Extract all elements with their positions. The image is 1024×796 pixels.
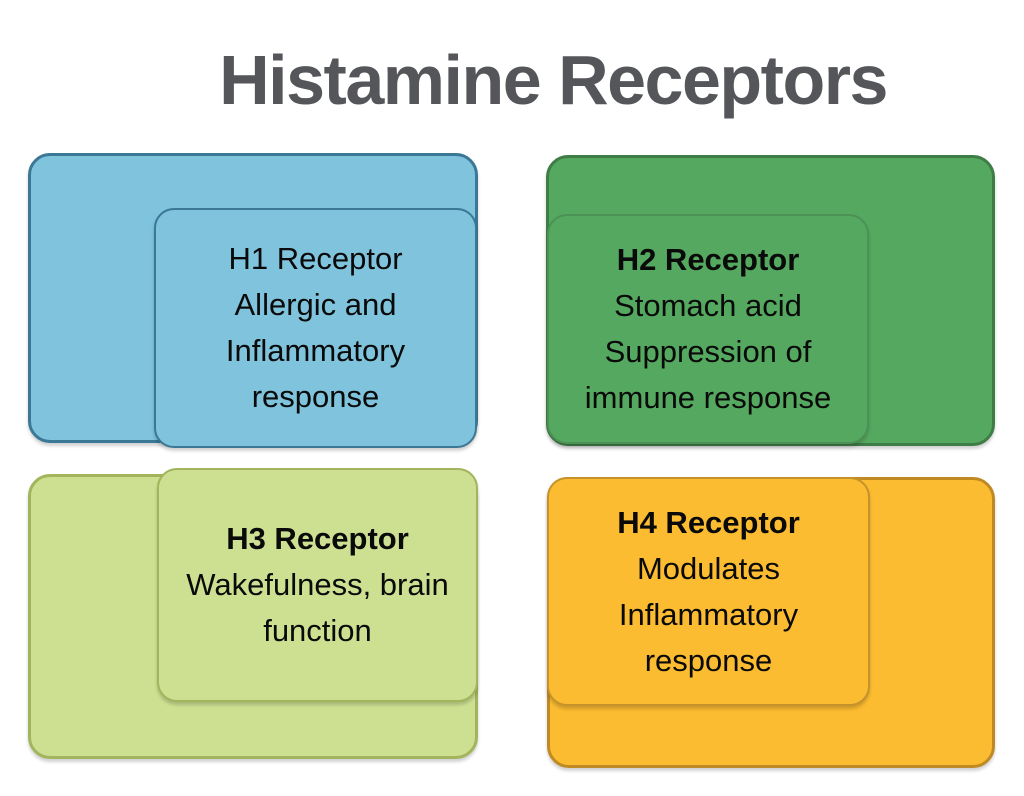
h3-receptor-text: H3 Receptor Wakefulness, brain function xyxy=(159,516,476,654)
h3-receptor-card: H3 Receptor Wakefulness, brain function xyxy=(157,468,478,702)
page-title: Histamine Receptors xyxy=(219,41,888,119)
receptor-description-line: Inflammatory xyxy=(225,333,406,368)
receptor-description-line: Modulates xyxy=(636,550,781,586)
receptor-description-line: Inflammatory xyxy=(618,596,799,632)
receptor-description-line: Allergic and xyxy=(234,287,397,322)
receptor-name: H4 Receptor xyxy=(617,504,800,540)
receptor-description-line: Stomach acid xyxy=(614,288,802,323)
receptor-description-line: response xyxy=(251,379,380,414)
receptor-description-line: function xyxy=(263,613,372,648)
receptor-description-line: Suppression of xyxy=(604,334,812,369)
receptor-name: H1 Receptor xyxy=(228,241,403,276)
receptor-description-line: immune response xyxy=(584,380,832,415)
h1-receptor-text: H1 Receptor Allergic and Inflammatory re… xyxy=(156,236,475,420)
h2-receptor-card: H2 Receptor Stomach acid Suppression of … xyxy=(547,214,869,444)
h4-receptor-card: H4 Receptor Modulates Inflammatory respo… xyxy=(547,477,870,706)
receptor-description-line: response xyxy=(644,642,773,678)
receptor-description-line: Wakefulness, brain xyxy=(186,567,449,602)
receptor-name: H2 Receptor xyxy=(616,242,800,277)
h4-receptor-text: H4 Receptor Modulates Inflammatory respo… xyxy=(549,500,868,684)
h1-receptor-card: H1 Receptor Allergic and Inflammatory re… xyxy=(154,208,477,448)
h2-receptor-text: H2 Receptor Stomach acid Suppression of … xyxy=(549,237,867,421)
receptor-name: H3 Receptor xyxy=(226,521,409,556)
